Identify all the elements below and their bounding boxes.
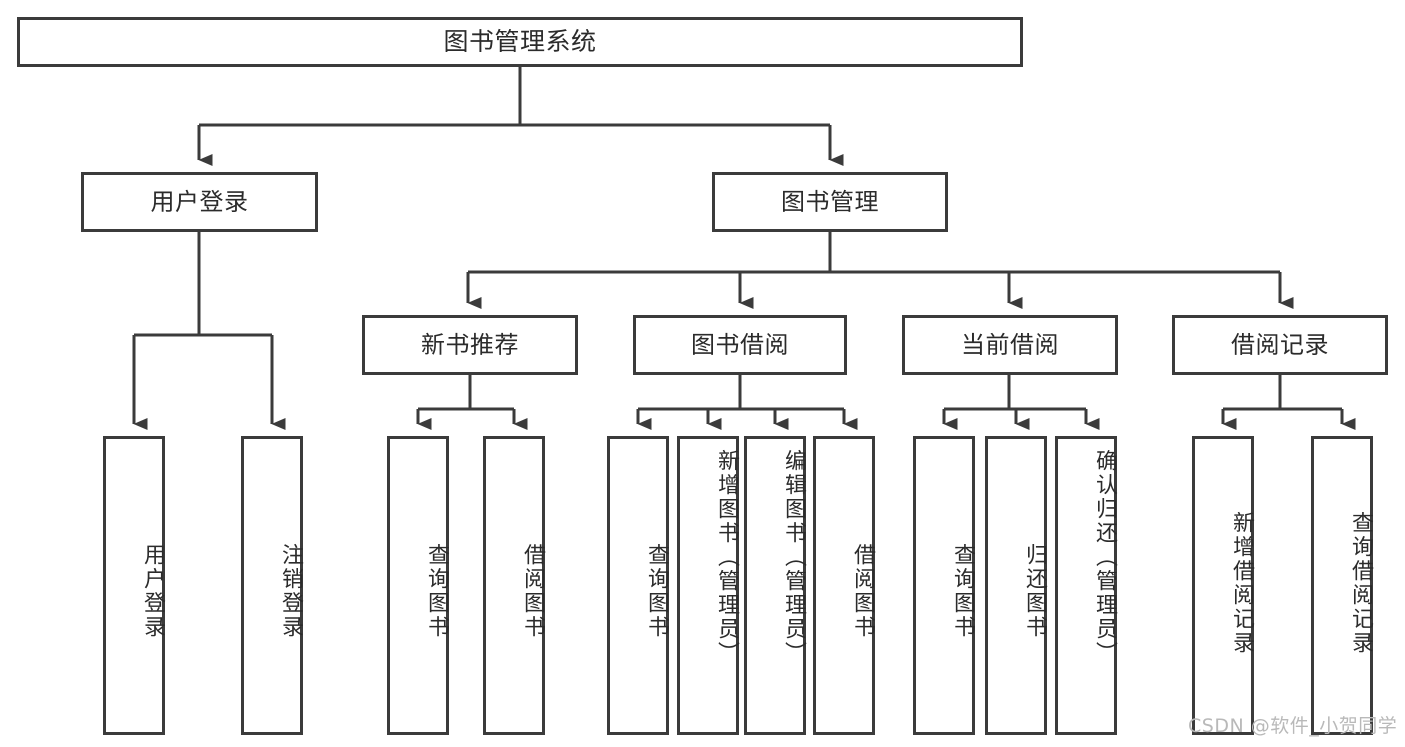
- node-box-leaf-add-record: [1192, 436, 1254, 735]
- node-box-book-borrow: [633, 315, 847, 375]
- node-box-leaf-borrow-book: [813, 436, 875, 735]
- node-box-leaf-user-logout: [241, 436, 303, 735]
- node-box-user-login: [81, 172, 318, 232]
- node-box-new-book-rec: [362, 315, 578, 375]
- node-box-leaf-edit-book: [744, 436, 806, 735]
- node-box-leaf-query-book: [607, 436, 669, 735]
- node-box-leaf-query-book-cur: [913, 436, 975, 735]
- node-box-leaf-confirm-return: [1055, 436, 1117, 735]
- csdn-watermark: CSDN @软件_小贺同学: [1188, 715, 1398, 737]
- node-box-leaf-query-record: [1311, 436, 1373, 735]
- node-box-leaf-add-book: [677, 436, 739, 735]
- node-box-borrow-record: [1172, 315, 1388, 375]
- node-box-leaf-query-book-rec: [387, 436, 449, 735]
- node-box-leaf-return-book: [985, 436, 1047, 735]
- node-box-leaf-borrow-book-rec: [483, 436, 545, 735]
- node-box-current-borrow: [902, 315, 1118, 375]
- node-box-root: [17, 17, 1023, 67]
- node-box-book-admin: [712, 172, 948, 232]
- node-box-leaf-user-login: [103, 436, 165, 735]
